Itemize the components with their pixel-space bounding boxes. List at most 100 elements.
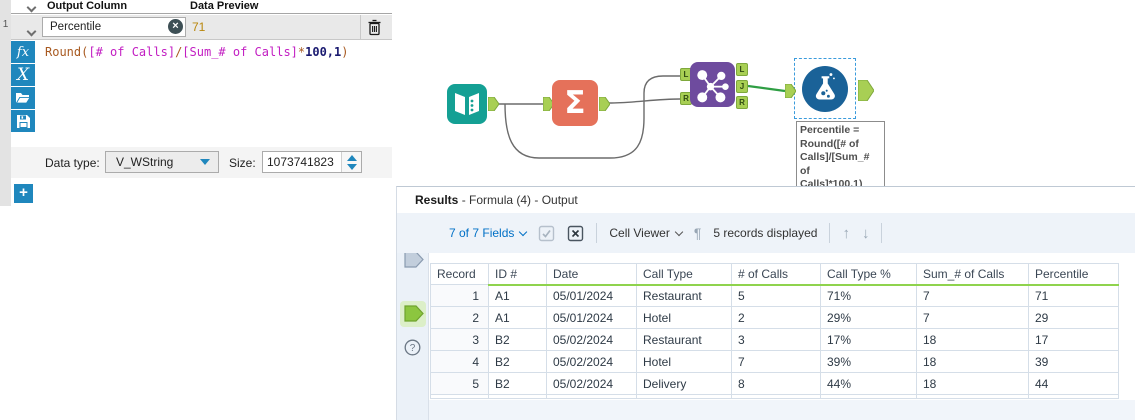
- record-number-cell[interactable]: 2: [430, 306, 489, 329]
- column-header[interactable]: Record: [430, 263, 489, 285]
- delete-expression-icon[interactable]: [367, 19, 382, 36]
- data-cell[interactable]: 05/01/2024: [546, 306, 637, 329]
- help-icon[interactable]: ?: [404, 339, 422, 357]
- functions-button[interactable]: fx: [11, 41, 35, 63]
- wire-join-to-formula[interactable]: [747, 84, 786, 93]
- record-number-cell[interactable]: 1: [430, 284, 489, 307]
- data-cell[interactable]: A1: [488, 284, 547, 307]
- input-data-tool[interactable]: [447, 84, 487, 124]
- record-number-cell[interactable]: 5: [430, 372, 489, 395]
- data-cell[interactable]: Hotel: [636, 306, 732, 329]
- input-output-anchor[interactable]: [488, 97, 499, 111]
- open-expression-button[interactable]: [11, 87, 35, 109]
- size-input[interactable]: [263, 152, 341, 172]
- scroll-down-icon[interactable]: ↓: [861, 224, 870, 242]
- partial-cell: [636, 394, 732, 399]
- select-all-fields-checkbox-icon[interactable]: [538, 225, 555, 242]
- show-whitespace-icon[interactable]: ¶: [693, 225, 702, 241]
- data-cell[interactable]: 44: [1028, 372, 1119, 395]
- data-cell[interactable]: 8: [731, 372, 821, 395]
- data-cell[interactable]: 71: [1028, 284, 1119, 307]
- data-type-row: Data type: V_WString Size:: [11, 147, 392, 178]
- join-anchor-R[interactable]: R: [736, 96, 748, 109]
- add-expression-button[interactable]: +: [14, 184, 33, 203]
- data-cell[interactable]: 05/02/2024: [546, 328, 637, 351]
- data-cell[interactable]: 18: [916, 328, 1029, 351]
- chevron-down-icon[interactable]: [26, 22, 37, 40]
- data-cell[interactable]: A1: [488, 306, 547, 329]
- data-cell[interactable]: 05/01/2024: [546, 284, 637, 307]
- results-empty-area: [429, 400, 1135, 420]
- cell-viewer-dropdown[interactable]: Cell Viewer: [609, 226, 684, 240]
- data-cell[interactable]: 5: [731, 284, 821, 307]
- data-cell[interactable]: B2: [488, 350, 547, 373]
- data-cell[interactable]: 18: [916, 372, 1029, 395]
- save-expression-button[interactable]: [11, 110, 35, 132]
- data-cell[interactable]: 3: [731, 328, 821, 351]
- column-header[interactable]: ID #: [488, 263, 547, 286]
- data-cell[interactable]: 44%: [820, 372, 917, 395]
- variables-button[interactable]: X: [11, 64, 35, 86]
- column-header[interactable]: Call Type %: [820, 263, 917, 286]
- formula-input-anchor[interactable]: [785, 84, 796, 98]
- data-cell[interactable]: Restaurant: [636, 284, 732, 307]
- column-header[interactable]: Sum_# of Calls: [916, 263, 1029, 286]
- join-anchor-L[interactable]: L: [736, 63, 748, 76]
- spin-down-icon[interactable]: [346, 163, 357, 170]
- input-anchor-icon[interactable]: [404, 251, 424, 269]
- data-type-dropdown[interactable]: V_WString: [105, 151, 219, 173]
- partial-cell: [430, 394, 489, 399]
- deselect-all-fields-icon[interactable]: [567, 225, 584, 242]
- join-anchor-J[interactable]: J: [736, 80, 748, 93]
- data-cell[interactable]: Restaurant: [636, 328, 732, 351]
- spin-up-icon[interactable]: [346, 154, 357, 161]
- clear-column-icon[interactable]: ×: [168, 19, 183, 34]
- fields-count-label: 7 of 7 Fields: [449, 226, 515, 240]
- data-cell[interactable]: 39: [1028, 350, 1119, 373]
- data-cell[interactable]: 7: [916, 306, 1029, 329]
- output-anchor-icon[interactable]: [404, 305, 424, 323]
- data-cell[interactable]: B2: [488, 328, 547, 351]
- record-number-cell[interactable]: 3: [430, 328, 489, 351]
- output-column-input[interactable]: [42, 17, 186, 37]
- summarize-output-anchor[interactable]: [599, 97, 610, 111]
- data-cell[interactable]: 18: [916, 350, 1029, 373]
- scroll-up-icon[interactable]: ↑: [842, 224, 850, 242]
- data-cell[interactable]: 29%: [820, 306, 917, 329]
- column-header[interactable]: Date: [546, 263, 637, 286]
- column-header[interactable]: Percentile: [1028, 263, 1119, 286]
- data-cell[interactable]: 2: [731, 306, 821, 329]
- formula-tool[interactable]: [802, 66, 848, 112]
- data-cell[interactable]: 71%: [820, 284, 917, 307]
- wire-input-to-join-L[interactable]: [504, 75, 680, 159]
- wire-summarize-to-join-R[interactable]: [608, 98, 681, 104]
- data-cell[interactable]: 7: [731, 350, 821, 373]
- column-header[interactable]: # of Calls: [731, 263, 821, 286]
- data-cell[interactable]: 7: [916, 284, 1029, 307]
- data-cell[interactable]: B2: [488, 372, 547, 395]
- partial-row: [430, 394, 1119, 399]
- data-cell[interactable]: 39%: [820, 350, 917, 373]
- spinner-arrows[interactable]: [341, 152, 361, 172]
- summarize-tool[interactable]: Σ: [552, 80, 598, 126]
- data-cell[interactable]: 29: [1028, 306, 1119, 329]
- data-cell[interactable]: 05/02/2024: [546, 350, 637, 373]
- record-number-cell[interactable]: 4: [430, 350, 489, 373]
- data-cell[interactable]: 17: [1028, 328, 1119, 351]
- formula-expression[interactable]: Round([# of Calls]/[Sum_# of Calls]*100,…: [45, 45, 388, 145]
- chevron-down-icon[interactable]: [26, 2, 37, 14]
- data-cell[interactable]: 05/02/2024: [546, 372, 637, 395]
- data-cell[interactable]: Delivery: [636, 372, 732, 395]
- formula-segment-field: [# of Calls]: [88, 45, 176, 59]
- fields-dropdown[interactable]: 7 of 7 Fields: [449, 226, 528, 240]
- data-cell[interactable]: Hotel: [636, 350, 732, 373]
- summarize-input-anchor[interactable]: [543, 97, 554, 111]
- data-cell[interactable]: 17%: [820, 328, 917, 351]
- column-header[interactable]: Call Type: [636, 263, 732, 286]
- join-anchor-R[interactable]: R: [680, 92, 692, 105]
- join-tool[interactable]: [690, 62, 735, 107]
- formula-output-anchor[interactable]: [858, 80, 874, 101]
